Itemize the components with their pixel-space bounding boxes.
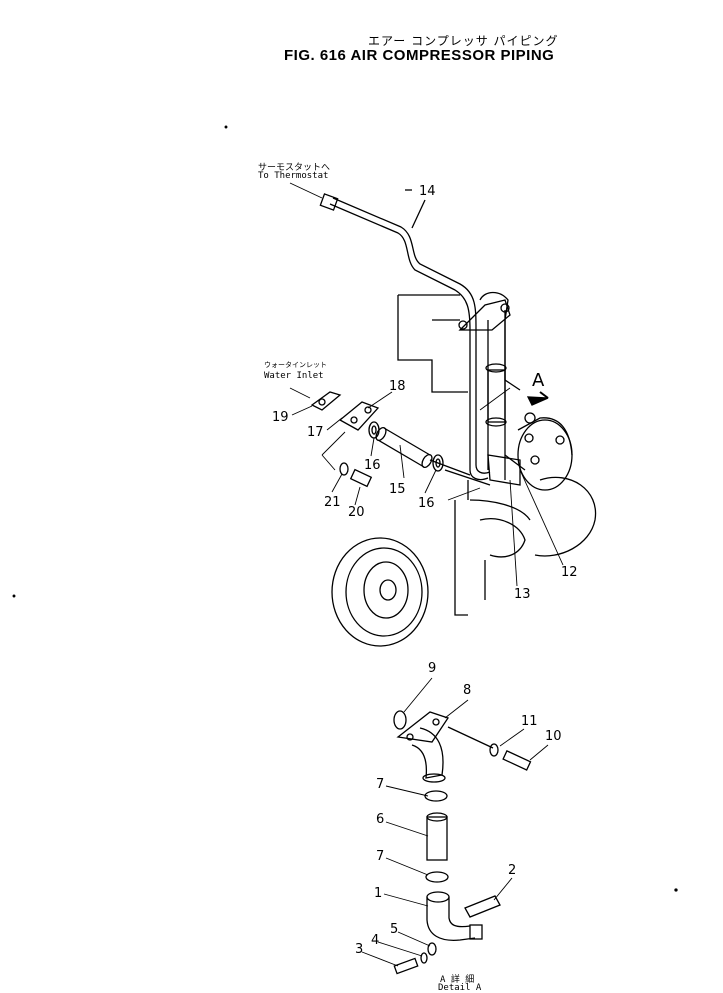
callout-5: 5 (390, 922, 399, 937)
callout-10: 10 (545, 729, 562, 744)
callout-16a: 16 (364, 458, 381, 473)
callout-19: 19 (272, 410, 289, 425)
callout-7b: 7 (376, 849, 385, 864)
callout-14: 14 (419, 184, 436, 199)
callout-15: 15 (389, 482, 406, 497)
engine-block (397, 294, 597, 616)
callout-9: 9 (428, 661, 437, 676)
leader-lines-upper (289, 182, 564, 587)
detail-note-jp: A 詳 細 (440, 975, 475, 985)
view-a-arrow (526, 396, 549, 406)
pipe-14 (319, 189, 491, 481)
callout-7a: 7 (376, 777, 385, 792)
callout-11: 11 (521, 714, 538, 729)
leader-lines-lower (361, 677, 549, 967)
callout-20: 20 (348, 505, 365, 520)
water-elbow-upper (458, 291, 526, 486)
callout-1: 1 (374, 886, 383, 901)
title-japanese: エアー コンプレッサ パイピング (368, 34, 559, 48)
detail-a-assembly (393, 710, 532, 975)
callout-8: 8 (463, 683, 472, 698)
callout-21: 21 (324, 495, 341, 510)
detail-note: Detail A (438, 983, 482, 993)
callout-3: 3 (355, 942, 364, 957)
thermostat-note-jp: サーモスタットへ (258, 163, 331, 173)
callout-13: 13 (514, 587, 531, 602)
water-inlet-note: Water Inlet (264, 371, 324, 381)
callout-16b: 16 (418, 496, 435, 511)
view-a-label: A (532, 370, 545, 391)
callout-17: 17 (307, 425, 324, 440)
figure-title: FIG. 616 AIR COMPRESSOR PIPING (284, 47, 555, 64)
callout-6: 6 (376, 812, 385, 827)
water-inlet-note-jp: ウォータインレット (264, 361, 327, 369)
callout-12: 12 (561, 565, 578, 580)
compressor-body (517, 412, 573, 491)
water-inlet-flange (310, 391, 380, 431)
callout-4: 4 (371, 933, 380, 948)
pulley (331, 537, 429, 647)
callout-18: 18 (389, 379, 406, 394)
bolt-20 (339, 462, 373, 488)
callout-2: 2 (508, 863, 517, 878)
thermostat-note: To Thermostat (258, 171, 329, 181)
